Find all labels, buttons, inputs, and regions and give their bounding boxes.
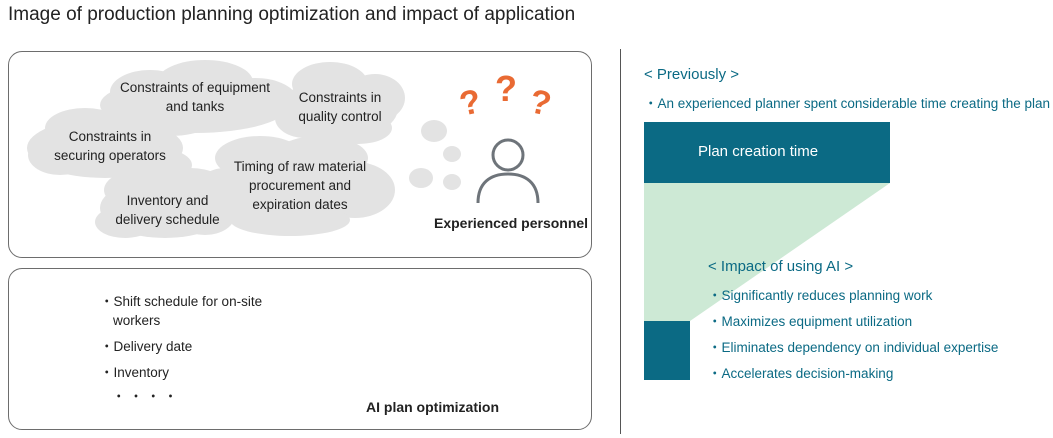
panel-divider xyxy=(620,49,621,434)
cloud-inventory xyxy=(95,168,235,238)
impact-item-decision: ・Accelerates decision-making xyxy=(708,366,894,381)
input-item-delivery: ・Delivery date xyxy=(100,339,193,354)
ai-optimization-panel xyxy=(8,268,592,430)
plan-time-bar-ai xyxy=(644,321,690,380)
cloud-label-equipment: Constraints of equipment and tanks xyxy=(119,80,271,114)
question-mark-icon: ? xyxy=(495,68,517,109)
impact-item-expertise: ・Eliminates dependency on individual exp… xyxy=(708,340,999,355)
input-item-ellipsis: ・ ・ ・ ・ xyxy=(112,389,178,404)
plan-time-bar-previous xyxy=(644,122,890,183)
impact-heading: < Impact of using AI > xyxy=(708,258,854,275)
cloud-label-quality: Constraints in quality control xyxy=(298,90,382,124)
ai-badge-text: AI xyxy=(418,316,432,331)
input-item-shift-cont: workers xyxy=(113,313,161,328)
cloud-raw-material xyxy=(195,136,395,236)
person-icon xyxy=(476,138,540,204)
impact-reduction-wedge xyxy=(644,183,890,321)
input-item-shift: ・Shift schedule for on-site xyxy=(100,294,263,309)
ai-plan-optimization-label: AI plan optimization xyxy=(366,399,499,415)
cloud-group xyxy=(27,60,461,238)
thought-bubble-1 xyxy=(421,120,447,142)
experienced-personnel-label: Experienced personnel xyxy=(434,215,589,231)
previously-text: ・An experienced planner spent considerab… xyxy=(644,96,1051,111)
cloud-label-raw-material: Timing of raw material procurement and e… xyxy=(233,159,367,212)
impact-item-utilization: ・Maximizes equipment utilization xyxy=(708,314,913,329)
impact-item-planning: ・Significantly reduces planning work xyxy=(708,288,933,303)
cloud-label-inventory: Inventory and delivery schedule xyxy=(115,193,220,227)
thought-bubble-2 xyxy=(443,146,461,162)
cloud-label-operators: Constraints in securing operators xyxy=(54,129,166,163)
page-title: Image of production planning optimizatio… xyxy=(8,4,576,25)
previously-heading: < Previously > xyxy=(644,66,740,83)
plan-creation-time-label: Plan creation time xyxy=(698,143,819,160)
cloud-quality xyxy=(275,62,405,144)
thought-bubble-3 xyxy=(409,168,433,188)
thought-bubble-4 xyxy=(443,174,461,190)
input-item-inventory: ・Inventory xyxy=(100,365,170,380)
